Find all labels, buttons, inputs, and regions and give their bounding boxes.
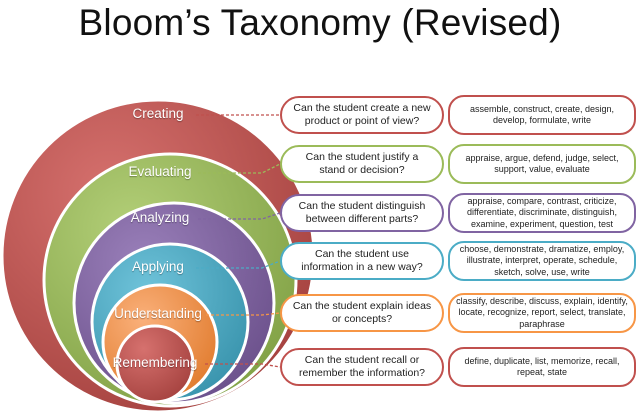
circle-remembering — [115, 324, 195, 404]
connector-evaluating — [198, 163, 281, 174]
level-label-evaluating: Evaluating — [128, 164, 192, 179]
connector-applying — [196, 260, 281, 269]
level-label-applying: Applying — [132, 259, 184, 274]
connector-remembering — [205, 363, 281, 368]
level-label-remembering: Remembering — [112, 355, 198, 370]
verbs-box-analyzing: appraise, compare, contrast, criticize, … — [448, 193, 636, 233]
verbs-box-creating: assemble, construct, create, design, dev… — [448, 95, 636, 135]
verbs-box-understanding: classify, describe, discuss, explain, id… — [448, 293, 636, 333]
level-label-analyzing: Analyzing — [130, 210, 190, 225]
verbs-box-applying: choose, demonstrate, dramatize, employ, … — [448, 241, 636, 281]
question-box-remembering: Can the student recall or remember the i… — [280, 348, 444, 386]
question-box-understanding: Can the student explain ideas or concept… — [280, 294, 444, 332]
level-label-creating: Creating — [132, 106, 184, 121]
level-label-understanding: Understanding — [114, 306, 202, 321]
verbs-box-evaluating: appraise, argue, defend, judge, select, … — [448, 144, 636, 184]
question-box-creating: Can the student create a new product or … — [280, 96, 444, 134]
page-title: Bloom’s Taxonomy (Revised) — [78, 2, 562, 43]
connector-analyzing — [198, 212, 281, 220]
question-box-analyzing: Can the student distinguish between diff… — [280, 194, 444, 232]
question-box-applying: Can the student use information in a new… — [280, 242, 444, 280]
connector-understanding — [206, 312, 281, 316]
question-box-evaluating: Can the student justify a stand or decis… — [280, 145, 444, 183]
verbs-box-remembering: define, duplicate, list, memorize, recal… — [448, 347, 636, 387]
